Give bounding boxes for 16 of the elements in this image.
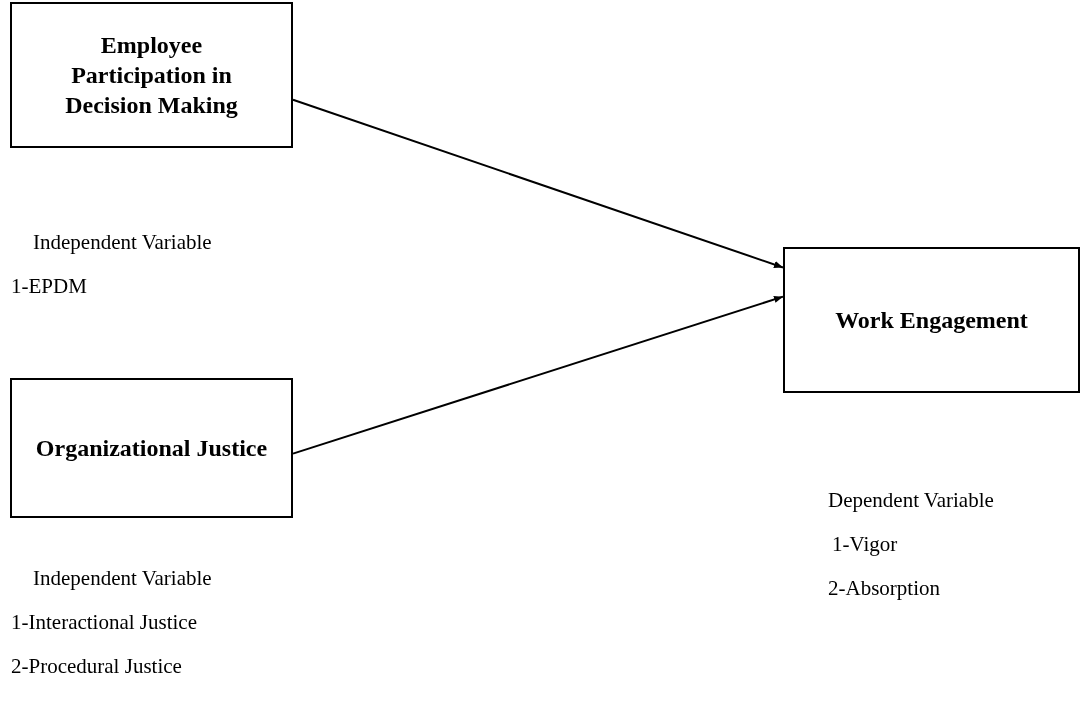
dimension-label: 1-Vigor: [832, 534, 899, 555]
variable-box: [10, 378, 293, 518]
variable-type-label: Independent Variable: [33, 232, 212, 253]
variable-box: [10, 2, 293, 148]
box-title: Work Engagement: [835, 306, 1028, 335]
variable-box: [783, 247, 1080, 393]
dimension-label: 1-Interactional Justice: [11, 612, 198, 633]
box-title: Organizational Justice: [35, 434, 268, 463]
arrow: [292, 295, 784, 455]
variable-type-label: Dependent Variable: [828, 490, 994, 511]
dimension-label: 2-Absorption: [828, 578, 941, 599]
variable-type-label: Independent Variable: [33, 568, 212, 589]
arrow: [292, 98, 784, 269]
dimension-label: 2-Procedural Justice: [11, 656, 183, 677]
dimension-label: 1-EPDM: [11, 276, 88, 297]
box-title: Employee Participation in Decision Making: [64, 31, 239, 120]
